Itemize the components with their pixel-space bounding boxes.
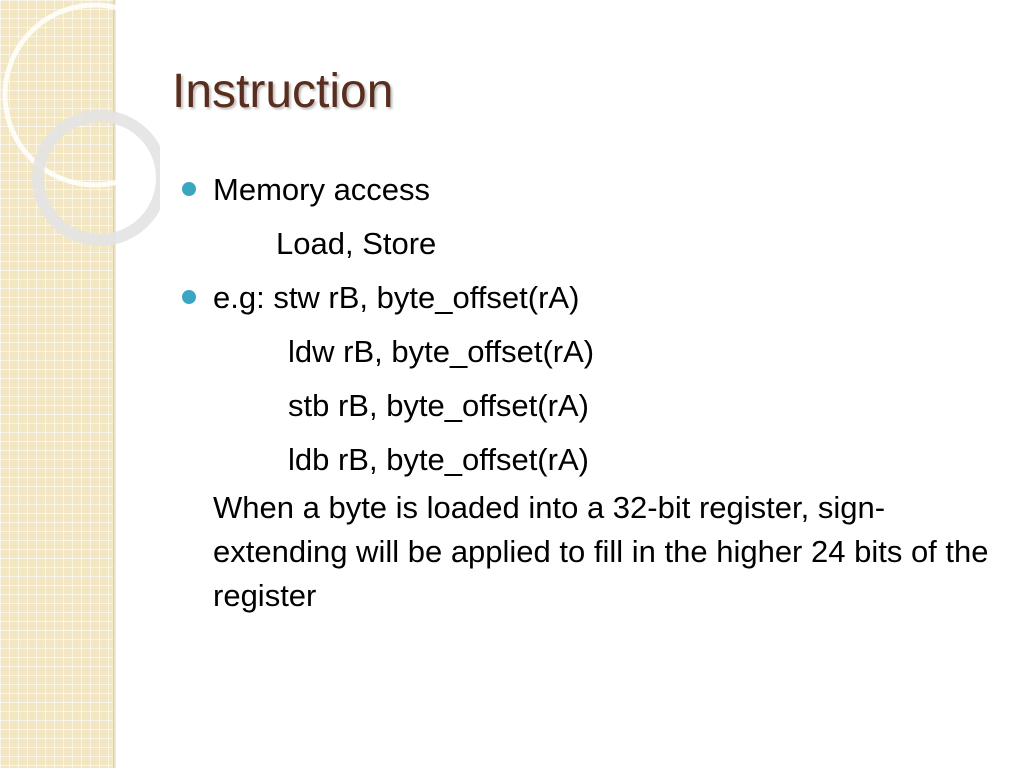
bullet-dot-icon <box>182 290 196 304</box>
decorative-rings <box>2 2 160 246</box>
decorative-ring-large <box>2 2 160 188</box>
explanation-paragraph: When a byte is loaded into a 32-bit regi… <box>213 490 989 613</box>
bullet-dot-icon <box>182 182 196 196</box>
bullet-text: e.g: stw rB, byte_offset(rA) <box>213 280 580 315</box>
bullet-text: Memory access <box>213 172 431 207</box>
slide-body: Memory access Load, Store e.g: stw rB, b… <box>176 168 996 618</box>
decorative-ring-small <box>32 110 160 246</box>
slide-title: Instruction <box>172 65 394 118</box>
sub-item-load-store: Load, Store <box>276 226 437 261</box>
bullet-item-example: e.g: stw rB, byte_offset(rA) <box>176 276 996 330</box>
sub-item-ldw: ldw rB, byte_offset(rA) <box>288 334 595 369</box>
side-band-edge <box>113 0 116 768</box>
sub-item-stb: stb rB, byte_offset(rA) <box>288 388 589 423</box>
bullet-item-memory-access: Memory access <box>176 168 996 222</box>
sub-item-ldb: ldb rB, byte_offset(rA) <box>288 442 589 477</box>
